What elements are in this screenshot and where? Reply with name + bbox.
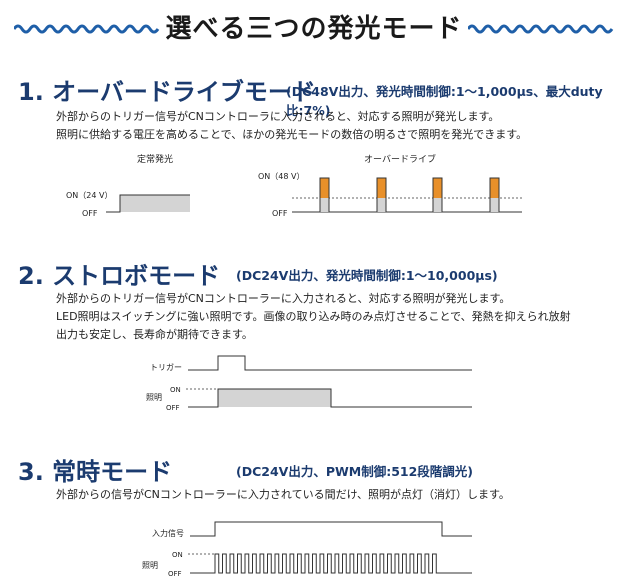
- section-1-subheading: (DC48V出力、発光時間制御:1～1,000µs、最大duty比:7%): [286, 84, 603, 118]
- trigger-signal: [188, 355, 472, 371]
- section-3-heading: 3. 常時モード: [18, 458, 173, 486]
- strobe-light-label: 照明: [146, 393, 162, 402]
- section-2-line-3: 出力も安定し、長寿命が期待できます。: [56, 328, 253, 341]
- overdrive-off-label: OFF: [272, 209, 288, 218]
- steady-on-label: ON（24 V）: [66, 191, 112, 200]
- section-2-line-2: LED照明はスイッチングに強い照明です。画像の取り込み時のみ点灯させることで、発…: [56, 310, 571, 323]
- section-2-subheading: (DC24V出力、発光時間制御:1～10,000µs): [236, 268, 498, 283]
- overdrive-pulse-1: [319, 177, 330, 212]
- section-1-line-1: 外部からのトリガー信号がCNコントローラに入力されると、対応する照明が発光します…: [56, 110, 500, 123]
- section-2-heading: 2. ストロボモード: [18, 262, 221, 290]
- section-3-subheading: (DC24V出力、PWM制御:512段階調光): [236, 464, 474, 479]
- steady-signal-line: [106, 194, 190, 213]
- right-wave-decoration: [468, 24, 614, 34]
- steady-off-label: OFF: [82, 209, 98, 218]
- strobe-light-on-area: [218, 389, 331, 407]
- section-3-line-1: 外部からの信号がCNコントローラーに入力されている間だけ、照明が点灯（消灯）しま…: [56, 488, 510, 501]
- pwm-light-signal: [190, 553, 472, 574]
- strobe-timing-diagram: トリガー 照明 ON OFF: [146, 355, 472, 412]
- overdrive-pulse-3: [432, 177, 443, 212]
- overdrive-on-label: ON（48 V）: [258, 172, 304, 181]
- trigger-label: トリガー: [150, 362, 182, 372]
- strobe-off-label: OFF: [166, 404, 180, 412]
- continuous-light-label: 照明: [142, 561, 158, 570]
- input-signal-label: 入力信号: [152, 528, 184, 538]
- steady-on-area: [120, 195, 190, 212]
- strobe-light-signal: [188, 388, 472, 408]
- strobe-on-label: ON: [170, 386, 181, 394]
- page-title: 選べる三つの発光モード: [165, 14, 463, 44]
- continuous-timing-diagram: 入力信号 照明 ON OFF: [142, 521, 472, 578]
- overdrive-pulse-4: [489, 177, 500, 212]
- continuous-off-label: OFF: [168, 570, 182, 578]
- input-signal: [190, 521, 472, 537]
- overdrive-timing-diagram: 定常発光 オーバードライブ ON（24 V） OFF ON（48 V） OFF: [66, 153, 522, 218]
- left-wave-decoration: [14, 24, 160, 34]
- overdrive-pulse-2: [376, 177, 387, 212]
- section-1-heading: 1. オーバードライブモード: [18, 78, 316, 106]
- steady-title: 定常発光: [137, 153, 173, 165]
- continuous-on-label: ON: [172, 551, 183, 559]
- overdrive-title: オーバードライブ: [364, 153, 436, 165]
- section-1-line-2: 照明に供給する電圧を高めることで、ほかの発光モードの数倍の明るさで照明を発光でき…: [56, 128, 528, 141]
- section-2-line-1: 外部からのトリガー信号がCNコントローラーに入力されると、対応する照明が発光しま…: [56, 292, 511, 305]
